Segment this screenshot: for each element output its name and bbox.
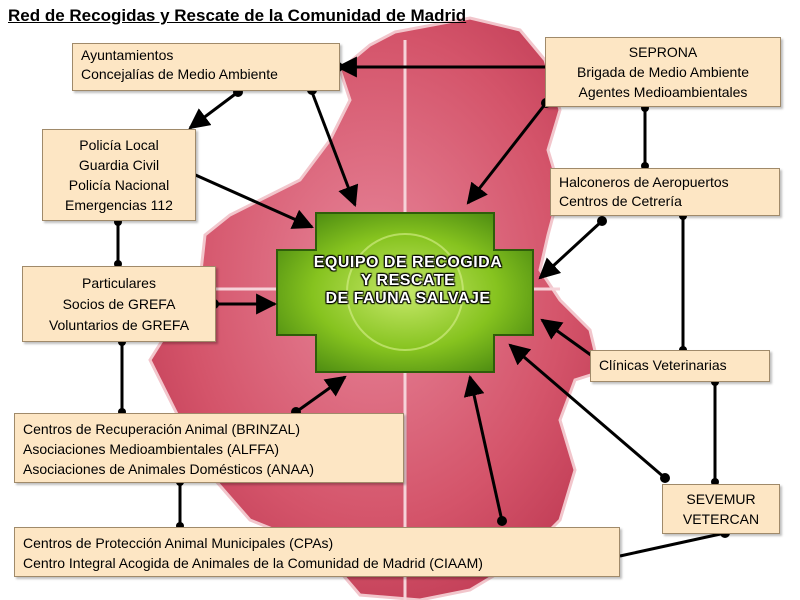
diagram-title: Red de Recogidas y Rescate de la Comunid… <box>8 6 467 25</box>
node-seprona: SEPRONA Brigada de Medio Ambiente Agente… <box>545 37 781 107</box>
node-particulares: Particulares Socios de GREFA Voluntarios… <box>22 266 216 342</box>
node-particulares-line-2: Socios de GREFA <box>62 296 176 312</box>
node-policia-line-2: Guardia Civil <box>78 157 160 173</box>
core-shape <box>276 212 534 373</box>
node-policia-line-4: Emergencias 112 <box>65 197 173 213</box>
node-policia: Policía Local Guardia Civil Policía Naci… <box>42 129 196 221</box>
node-particulares-line-3: Voluntarios de GREFA <box>48 317 190 333</box>
core-label: EQUIPO DE RECOGIDA Y RESCATE DE FAUNA SA… <box>282 254 534 308</box>
node-centros-recuperacion-line-2: Asociaciones Medioambientales (ALFFA) <box>23 441 280 457</box>
core-line-1: EQUIPO DE RECOGIDA <box>313 254 503 271</box>
node-proteccion: Centros de Protección Animal Municipales… <box>14 527 620 577</box>
node-seprona-line-2: Brigada de Medio Ambiente <box>577 64 749 80</box>
node-halconeros-line-2: Centros de Cetrería <box>559 193 682 209</box>
node-policia-line-3: Policía Nacional <box>68 177 170 193</box>
node-centros-recuperacion-line-3: Asociaciones de Animales Domésticos (ANA… <box>23 461 315 477</box>
core-line-3: DE FAUNA SALVAJE <box>325 290 491 307</box>
node-proteccion-line-2: Centro Integral Acogida de Animales de l… <box>23 555 483 571</box>
node-particulares-line-1: Particulares <box>82 275 156 291</box>
node-sevemur-line-1: SEVEMUR <box>686 491 756 507</box>
node-ayuntamientos-line-2: Concejalías de Medio Ambiente <box>81 66 278 82</box>
node-policia-line-1: Policía Local <box>79 137 159 153</box>
node-clinicas-line-1: Clínicas Veterinarias <box>599 357 727 373</box>
node-sevemur: SEVEMUR VETERCAN <box>662 484 780 534</box>
node-ayuntamientos: Ayuntamientos Concejalías de Medio Ambie… <box>72 43 340 91</box>
connectors <box>116 56 726 558</box>
node-sevemur-line-2: VETERCAN <box>682 511 760 527</box>
node-seprona-line-3: Agentes Medioambientales <box>578 84 748 100</box>
node-seprona-line-1: SEPRONA <box>628 44 698 60</box>
node-ayuntamientos-line-1: Ayuntamientos <box>81 47 174 63</box>
node-halconeros-line-1: Halconeros de Aeropuertos <box>559 174 729 190</box>
node-clinicas: Clínicas Veterinarias <box>590 350 770 382</box>
node-centros-recuperacion: Centros de Recuperación Animal (BRINZAL)… <box>14 413 404 483</box>
node-halconeros: Halconeros de Aeropuertos Centros de Cet… <box>550 168 780 216</box>
core-line-2: Y RESCATE <box>360 272 456 289</box>
node-proteccion-line-1: Centros de Protección Animal Municipales… <box>23 535 334 551</box>
node-centros-recuperacion-line-1: Centros de Recuperación Animal (BRINZAL) <box>23 421 301 437</box>
